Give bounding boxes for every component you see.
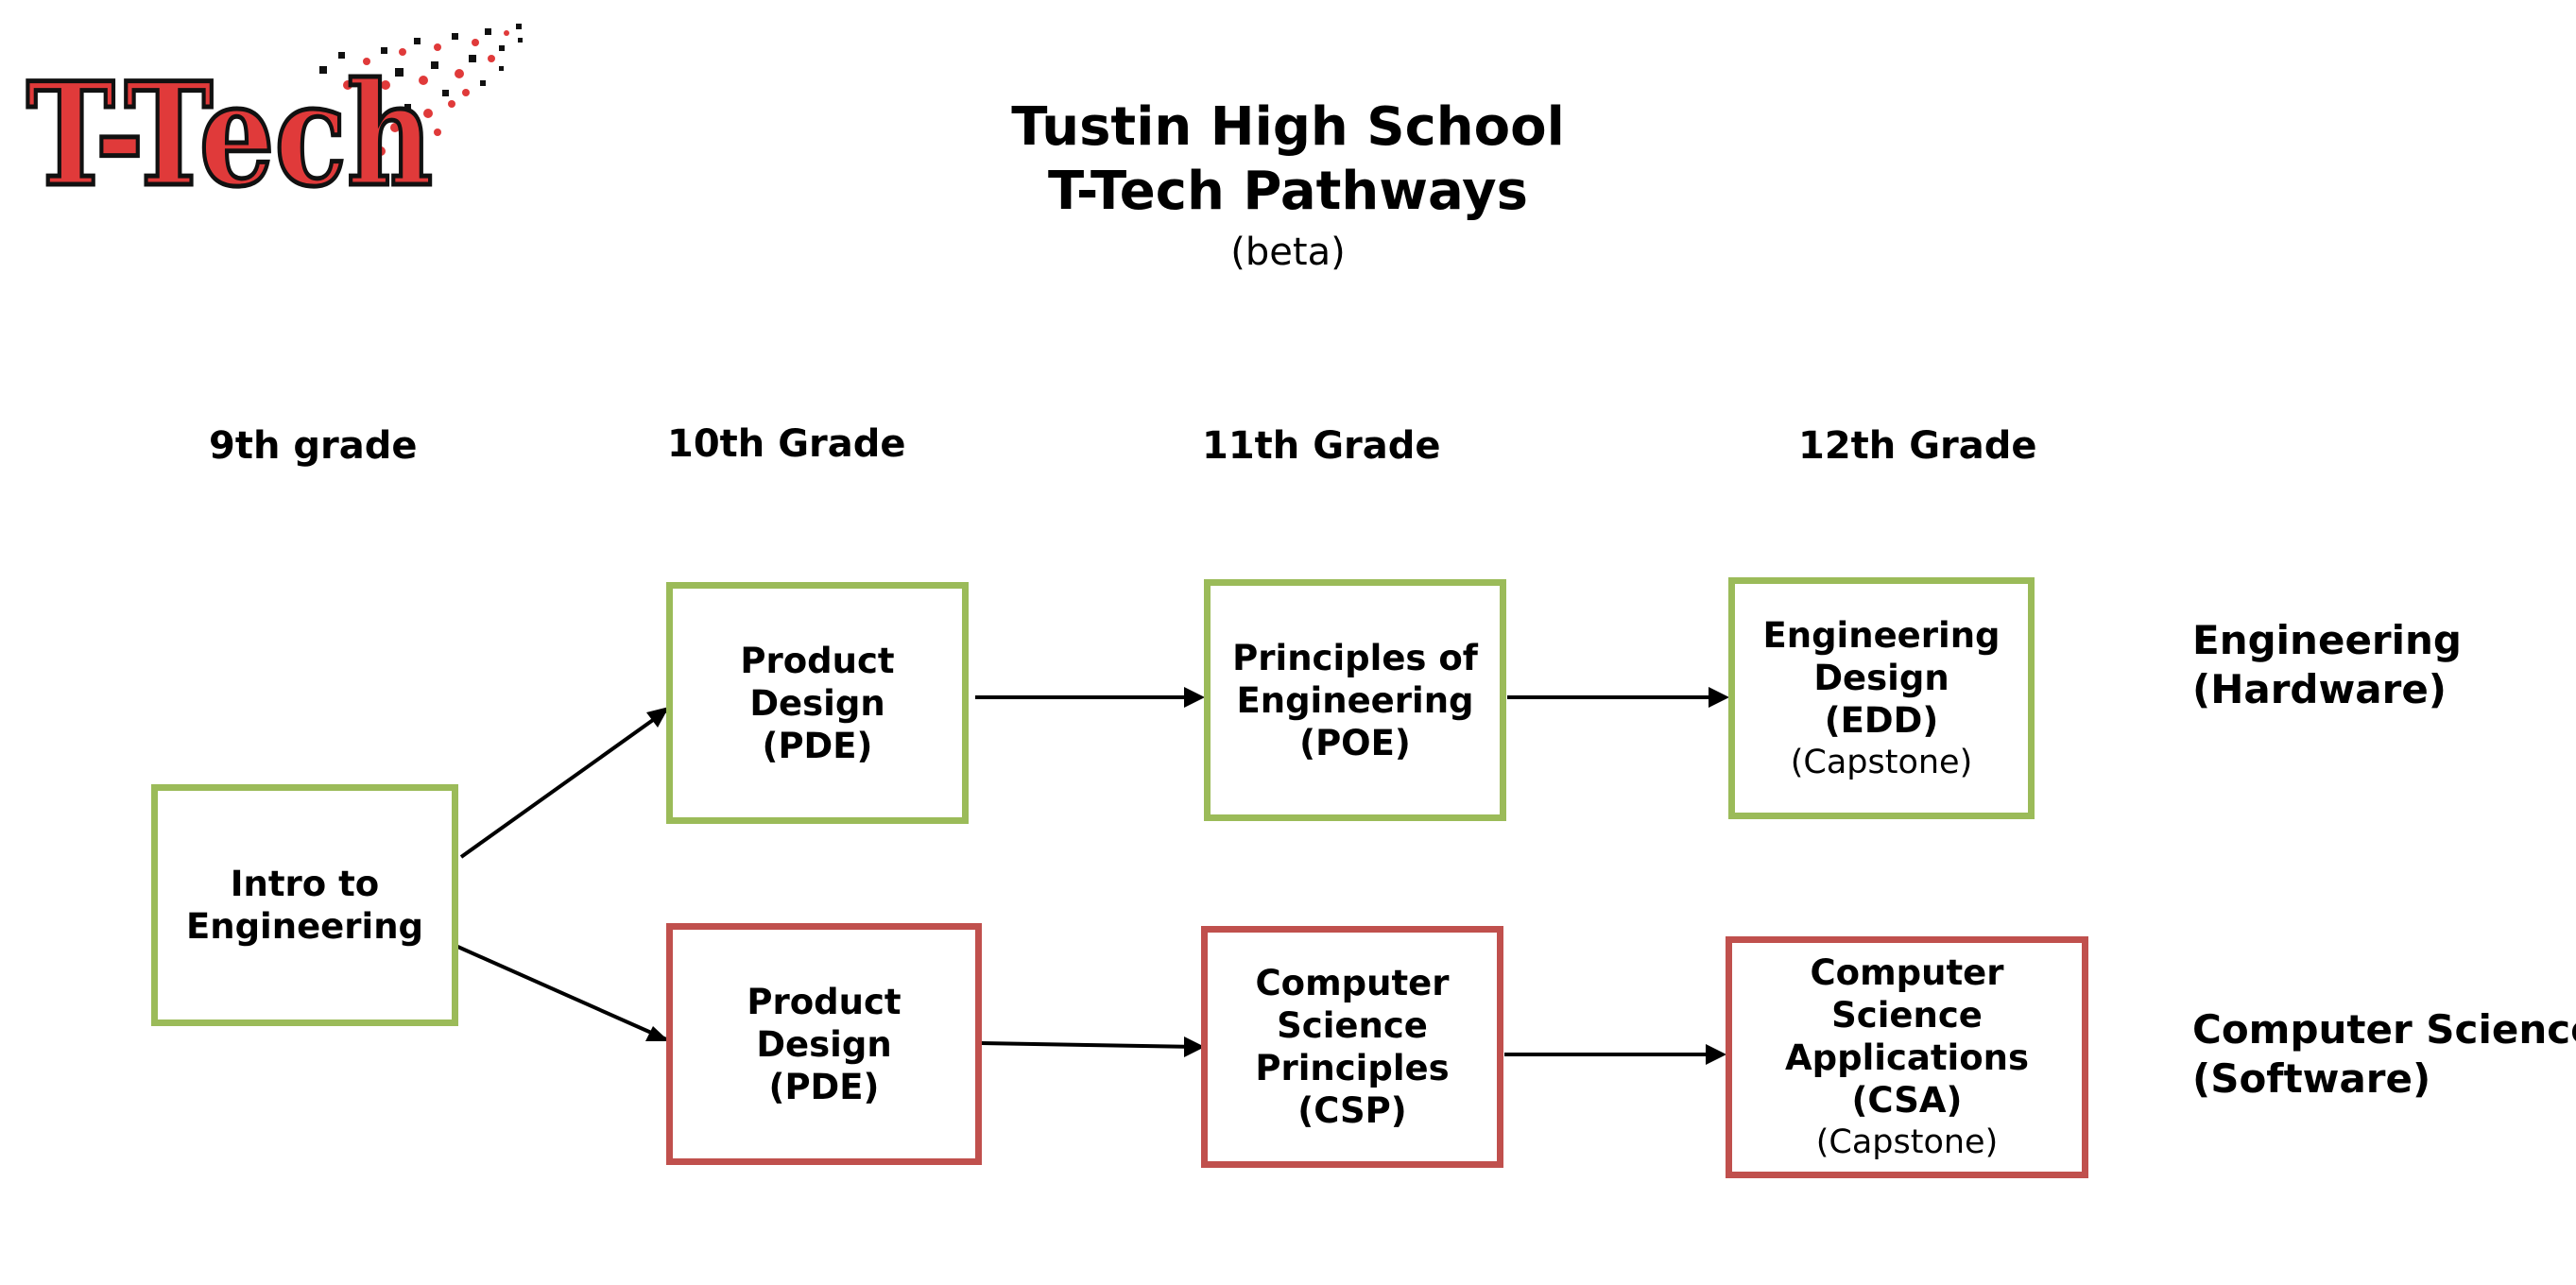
course-product-design-hardware: Product Design (PDE)	[666, 582, 969, 824]
arrowhead-csp	[1184, 1037, 1205, 1057]
course-engineering-design: Engineering Design (EDD) (Capstone)	[1728, 577, 2035, 819]
track-line: Engineering	[2192, 617, 2462, 663]
arrowhead-pde-hw	[646, 707, 669, 728]
course-line: Product	[747, 981, 902, 1022]
grade-10-label: 10th Grade	[667, 422, 906, 466]
course-line: Design	[756, 1023, 892, 1065]
course-line: Applications	[1784, 1037, 2030, 1078]
capstone-note: (Capstone)	[1790, 743, 1973, 781]
course-computer-science-applications: Computer Science Applications (CSA) (Cap…	[1726, 936, 2088, 1178]
course-line: (PDE)	[768, 1066, 880, 1107]
course-product-design-software: Product Design (PDE)	[666, 923, 982, 1165]
course-line: Design	[1813, 657, 1949, 698]
arrow-intro-to-pde-hw	[459, 709, 668, 859]
course-line: Computer	[1255, 963, 1450, 1003]
logo-dots	[319, 24, 523, 111]
t-tech-logo: T-Tech	[25, 24, 523, 198]
course-line: Design	[749, 682, 885, 724]
title-line-2: T-Tech Pathways	[1048, 161, 1528, 222]
course-principles-of-engineering: Principles of Engineering (POE)	[1204, 579, 1506, 821]
course-computer-science-principles: Computer Science Principles (CSP)	[1201, 926, 1503, 1168]
arrow-intro-to-pde-sw	[453, 943, 667, 1041]
course-line: (EDD)	[1824, 699, 1939, 741]
arrow-pde-sw-to-csp	[980, 1041, 1199, 1049]
course-line: Computer Science	[1810, 952, 2004, 1036]
grade-11-label: 11th Grade	[1202, 424, 1441, 468]
course-line: Intro to	[230, 864, 380, 904]
logo-wordmark: T-Tech	[26, 52, 433, 198]
course-line: Science	[1277, 1005, 1428, 1046]
course-line: (POE)	[1299, 722, 1411, 763]
grade-9-label: 9th grade	[209, 424, 418, 468]
grade-12-label: 12th Grade	[1798, 424, 2037, 468]
course-line: Engineering	[1236, 679, 1474, 721]
arrowhead-edd	[1709, 687, 1729, 708]
track-line: Computer Science	[2192, 1006, 2576, 1053]
subtitle: (beta)	[1230, 231, 1346, 274]
logo-red-dots	[343, 30, 509, 156]
track-line: (Software)	[2192, 1055, 2431, 1102]
course-line: (CSA)	[1851, 1080, 1963, 1121]
course-line: Product	[740, 640, 895, 681]
title-line-1: Tustin High School	[1011, 96, 1565, 158]
track-label-engineering: Engineering (Hardware)	[2192, 616, 2462, 714]
course-line: (PDE)	[762, 725, 873, 766]
course-line: Engineering	[1762, 614, 2001, 656]
course-intro-to-engineering: Intro to Engineering	[151, 784, 458, 1026]
course-line: Principles	[1255, 1048, 1450, 1088]
arrowhead-pde-sw	[645, 1026, 669, 1041]
course-line: Principles of	[1232, 637, 1478, 678]
arrowhead-csa	[1706, 1044, 1726, 1065]
track-label-computer-science: Computer Science (Software)	[2192, 1005, 2576, 1104]
course-line: Engineering	[185, 906, 424, 947]
capstone-note: (Capstone)	[1815, 1123, 1999, 1161]
track-line: (Hardware)	[2192, 666, 2447, 712]
course-line: (CSP)	[1297, 1090, 1407, 1131]
arrowhead-poe	[1184, 687, 1205, 708]
